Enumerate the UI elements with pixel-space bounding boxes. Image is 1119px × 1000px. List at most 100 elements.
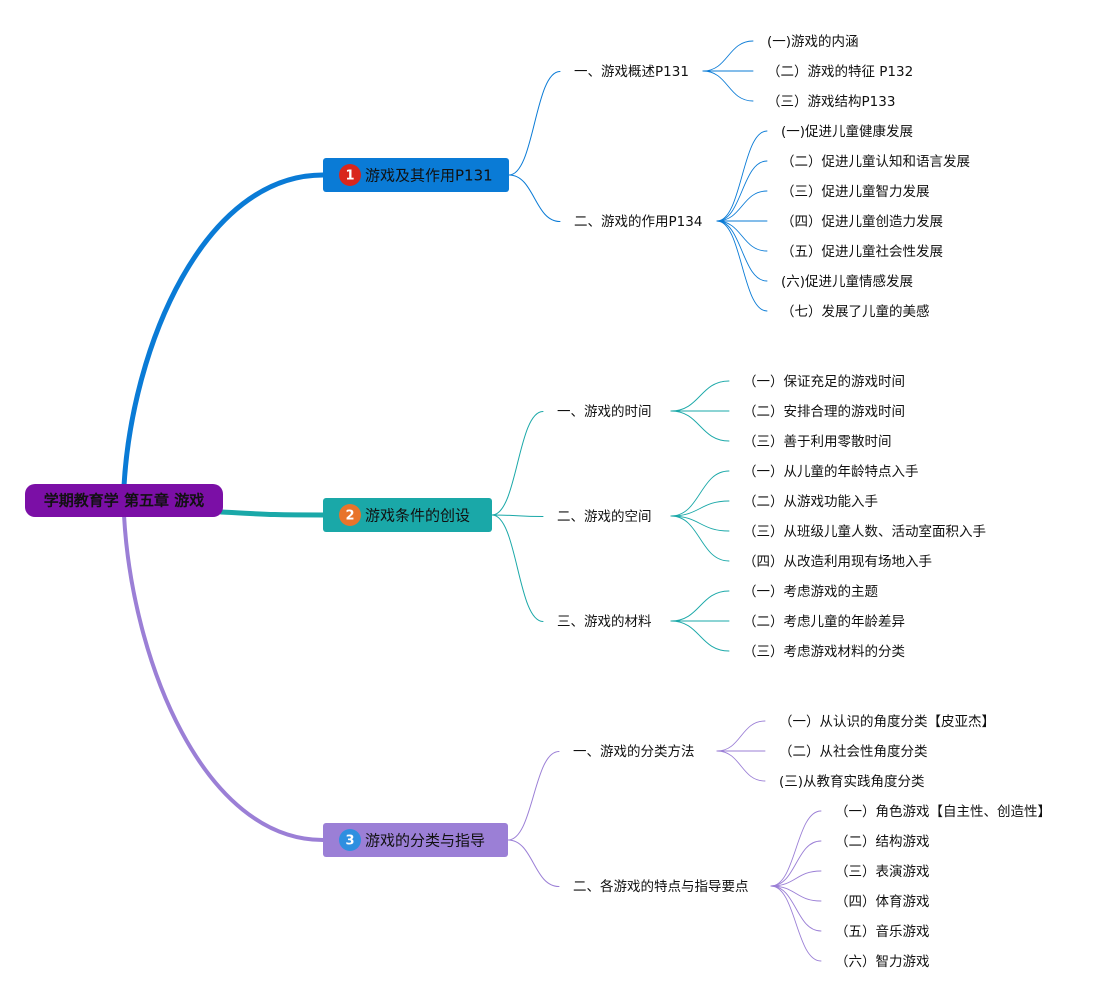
leaf-node[interactable]: （三）表演游戏 — [835, 864, 930, 880]
branch-sub-link — [508, 174, 561, 222]
leaf-node[interactable]: （四）体育游戏 — [835, 894, 930, 910]
subtopic-node[interactable]: 二、游戏的空间 — [557, 509, 652, 525]
root-branch-link — [122, 513, 325, 842]
leaf-label: (一)促进儿童健康发展 — [781, 123, 913, 140]
number-badge-icon — [339, 164, 361, 186]
leaf-label: （三）考虑游戏材料的分类 — [743, 644, 905, 660]
sub-leaf-link — [670, 590, 730, 622]
leaf-node[interactable]: （五）音乐游戏 — [835, 923, 930, 940]
leaf-node[interactable]: (三)从教育实践角度分类 — [779, 774, 925, 790]
branch-node-label: 游戏的分类与指导 — [365, 832, 485, 850]
number-badge-label: 1 — [345, 169, 354, 184]
leaf-node[interactable]: （二）促进儿童认知和语言发展 — [781, 153, 970, 170]
leaf-node[interactable]: （四）促进儿童创造力发展 — [781, 213, 943, 230]
leaf-node[interactable]: （五）促进儿童社会性发展 — [781, 243, 943, 260]
leaf-node[interactable]: （七）发展了儿童的美感 — [781, 303, 930, 320]
leaf-node[interactable]: （四）从改造利用现有场地入手 — [743, 554, 932, 570]
subtopic-label: 二、游戏的空间 — [557, 509, 652, 525]
branch-sub-link — [491, 411, 544, 516]
root-node[interactable]: 学期教育学 第五章 游戏 — [25, 484, 223, 517]
subtopic-node[interactable]: 二、游戏的作用P134 — [574, 214, 702, 230]
subtopic-label: 二、各游戏的特点与指导要点 — [573, 879, 749, 895]
subtopic-node[interactable]: 一、游戏的时间 — [557, 404, 652, 420]
sub-leaf-link — [770, 885, 822, 902]
branch-node-box — [323, 823, 508, 857]
leaf-label: （二）结构游戏 — [835, 834, 930, 850]
branch-node[interactable]: 1 游戏及其作用P131 — [323, 158, 509, 192]
leaf-node[interactable]: （三）善于利用零散时间 — [743, 434, 892, 450]
number-badge-icon — [339, 504, 361, 526]
leaf-node[interactable]: （二）从游戏功能入手 — [743, 494, 878, 510]
subtopic-label: 三、游戏的材料 — [557, 614, 652, 630]
leaf-label: （二）考虑儿童的年龄差异 — [743, 613, 905, 630]
branch-sub-link — [491, 514, 544, 517]
sub-leaf-link — [770, 870, 822, 887]
subtopic-node[interactable]: 一、游戏概述P131 — [574, 64, 689, 80]
sub-leaf-link — [670, 410, 730, 442]
branch-node[interactable]: 2 游戏条件的创设 — [323, 498, 492, 532]
leaf-label: （一）从认识的角度分类【皮亚杰】 — [779, 714, 995, 730]
leaf-label: （三）表演游戏 — [835, 864, 930, 880]
connector-lines — [121, 40, 822, 962]
leaf-label: （二）促进儿童认知和语言发展 — [781, 153, 970, 170]
leaf-node[interactable]: （六）智力游戏 — [835, 954, 930, 970]
leaf-node[interactable]: （二）安排合理的游戏时间 — [743, 404, 905, 420]
number-badge-label: 3 — [345, 834, 354, 849]
leaf-label: (三)从教育实践角度分类 — [779, 774, 925, 790]
root-node-label: 学期教育学 第五章 游戏 — [44, 492, 204, 510]
branch-sub-link — [507, 839, 560, 887]
leaf-label: （四）从改造利用现有场地入手 — [743, 554, 932, 570]
branch-node-box — [323, 498, 492, 532]
leaf-node[interactable]: （二）考虑儿童的年龄差异 — [743, 613, 905, 630]
number-badge-label: 2 — [345, 509, 354, 524]
branch-sub-link — [491, 514, 544, 622]
subtopic-node[interactable]: 三、游戏的材料 — [557, 614, 652, 630]
sub-leaf-link — [702, 70, 754, 102]
branch-node[interactable]: 3 游戏的分类与指导 — [323, 823, 508, 857]
branch-node-label: 游戏及其作用P131 — [365, 167, 493, 185]
leaf-node[interactable]: （三）考虑游戏材料的分类 — [743, 644, 905, 660]
leaf-node[interactable]: （二）结构游戏 — [835, 834, 930, 850]
leaf-label: (一)游戏的内涵 — [767, 34, 859, 50]
leaf-node[interactable]: （一）保证充足的游戏时间 — [743, 374, 905, 390]
leaf-node[interactable]: （二）从社会性角度分类 — [779, 744, 928, 760]
sub-leaf-link — [770, 810, 822, 887]
number-badge-icon — [339, 829, 361, 851]
root-branch-link — [218, 509, 326, 518]
branch-node-box — [323, 158, 509, 192]
sub-leaf-link — [716, 220, 768, 312]
leaf-node[interactable]: (一)游戏的内涵 — [767, 34, 859, 50]
sub-leaf-link — [716, 160, 768, 222]
subtopic-node[interactable]: 二、各游戏的特点与指导要点 — [573, 879, 749, 895]
leaf-label: （六）智力游戏 — [835, 954, 930, 970]
leaf-label: （一）保证充足的游戏时间 — [743, 374, 905, 390]
subtopic-node[interactable]: 一、游戏的分类方法 — [573, 744, 695, 760]
sub-leaf-link — [770, 885, 822, 962]
sub-leaf-link — [716, 220, 768, 282]
sub-leaf-link — [716, 750, 766, 782]
sub-leaf-link — [670, 470, 730, 517]
leaf-node[interactable]: （三）促进儿童智力发展 — [781, 183, 930, 200]
sub-leaf-link — [716, 720, 766, 752]
leaf-label: （四）体育游戏 — [835, 894, 930, 910]
leaf-node[interactable]: （三）游戏结构P133 — [767, 94, 895, 110]
leaf-node[interactable]: （一）角色游戏【自主性、创造性】 — [835, 803, 1051, 820]
leaf-node[interactable]: (一)促进儿童健康发展 — [781, 123, 913, 140]
leaf-node[interactable]: （一）考虑游戏的主题 — [743, 584, 878, 600]
leaf-label: （七）发展了儿童的美感 — [781, 303, 930, 320]
branch-node-label: 游戏条件的创设 — [365, 507, 470, 525]
leaf-label: （四）促进儿童创造力发展 — [781, 213, 943, 230]
leaf-label: (六)促进儿童情感发展 — [781, 273, 913, 290]
subtopic-label: 一、游戏的分类方法 — [573, 744, 695, 760]
leaf-node[interactable]: （一）从认识的角度分类【皮亚杰】 — [779, 714, 995, 730]
leaf-node[interactable]: （三）从班级儿童人数、活动室面积入手 — [743, 523, 986, 540]
sub-leaf-link — [716, 130, 768, 222]
sub-leaf-link — [716, 190, 768, 222]
leaf-label: （三）促进儿童智力发展 — [781, 183, 930, 200]
sub-leaf-link — [670, 515, 730, 532]
leaf-node[interactable]: （一）从儿童的年龄特点入手 — [743, 463, 919, 480]
leaf-label: （一）角色游戏【自主性、创造性】 — [835, 803, 1051, 820]
leaf-node[interactable]: (六)促进儿童情感发展 — [781, 273, 913, 290]
leaf-node[interactable]: （二）游戏的特征 P132 — [767, 64, 913, 80]
